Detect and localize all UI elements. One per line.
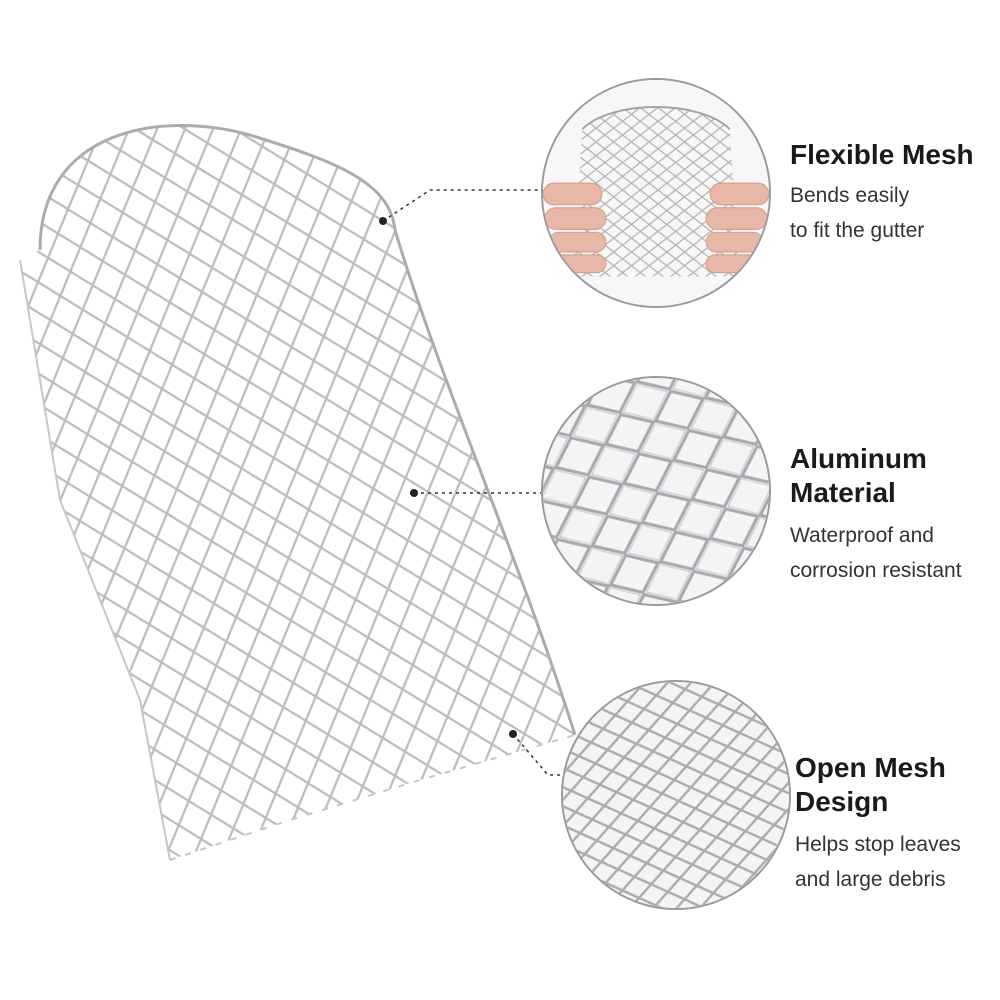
feature-aluminum-material: Aluminum Material Waterproof and corrosi… <box>790 442 962 588</box>
gutter-guard-mesh-image <box>19 124 577 861</box>
feature-title: Open Mesh Design <box>795 751 961 819</box>
feature-description-line: Waterproof and <box>790 524 934 547</box>
feature-description: Waterproof and corrosion resistant <box>790 518 962 588</box>
feature-title-line: Material <box>790 477 896 508</box>
aluminum-material-detail-image <box>541 376 771 606</box>
feature-description: Bends easily to fit the gutter <box>790 178 974 248</box>
feature-description: Helps stop leaves and large debris <box>795 827 961 897</box>
feature-description-line: corrosion resistant <box>790 559 962 582</box>
feature-title-line: Open Mesh <box>795 752 946 783</box>
feature-title: Aluminum Material <box>790 442 962 510</box>
feature-description-line: and large debris <box>795 868 946 891</box>
feature-open-mesh-design: Open Mesh Design Helps stop leaves and l… <box>795 751 961 897</box>
feature-description-line: to fit the gutter <box>790 219 925 242</box>
feature-flexible-mesh: Flexible Mesh Bends easily to fit the gu… <box>790 138 974 248</box>
feature-title: Flexible Mesh <box>790 139 974 170</box>
open-mesh-design-detail-image <box>561 680 791 910</box>
feature-title-line: Design <box>795 786 889 817</box>
flexible-mesh-detail-image <box>541 78 771 308</box>
feature-description-line: Helps stop leaves <box>795 833 961 856</box>
feature-title-line: Aluminum <box>790 443 927 474</box>
feature-description-line: Bends easily <box>790 184 910 207</box>
